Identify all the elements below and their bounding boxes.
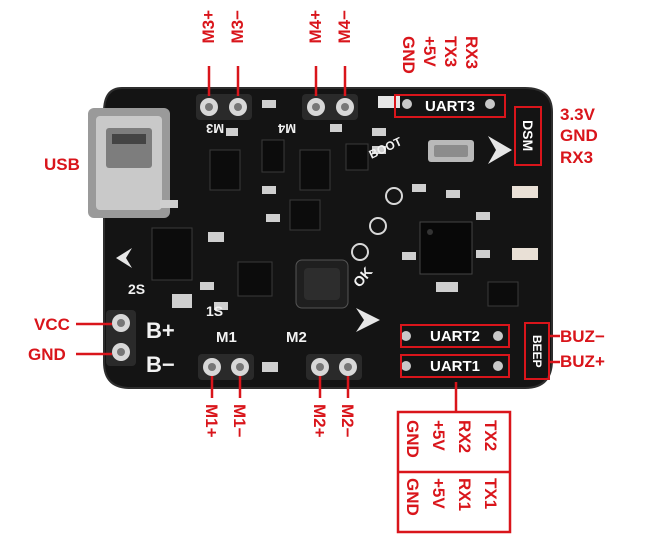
- label-vcc: VCC: [34, 315, 70, 334]
- dsm-box: DSM: [514, 106, 542, 166]
- silk-m4: M4: [278, 121, 297, 136]
- silk-1s: 1S: [206, 303, 224, 319]
- label-usb: USB: [44, 155, 80, 174]
- uart1-pin-tx1: TX1: [481, 478, 500, 510]
- silk-b-minus: B−: [146, 352, 175, 377]
- uart2-box: UART2: [400, 324, 510, 348]
- uart3-pin-tx3: TX3: [441, 36, 460, 68]
- label-buz-minus: BUZ−: [560, 327, 605, 346]
- label-m2-minus: M2−: [338, 404, 357, 438]
- uart2-pin-5v: +5V: [429, 420, 448, 451]
- uart1-pin-labels: GND +5V RX1 TX1: [403, 478, 500, 516]
- label-rx3: RX3: [560, 148, 594, 167]
- uart3-pin-gnd: GND: [399, 36, 418, 74]
- uart2-pin-rx2: RX2: [455, 420, 474, 454]
- silk-m3: M3: [206, 121, 225, 136]
- uart1-pin-rx1: RX1: [455, 478, 474, 512]
- label-m3-minus: M3−: [228, 10, 247, 44]
- label-m2-plus: M2+: [310, 404, 329, 438]
- uart3-pin-labels: GND +5V TX3 RX3: [399, 36, 481, 74]
- uart1-pin-5v: +5V: [429, 478, 448, 509]
- label-m1-minus: M1−: [230, 404, 249, 438]
- label-3v3: 3.3V: [560, 105, 595, 124]
- silk-m1: M1: [216, 329, 237, 346]
- silk-b-plus: B+: [146, 318, 175, 343]
- uart2-pin-tx2: TX2: [481, 420, 500, 452]
- label-m3-plus: M3+: [199, 10, 218, 44]
- uart3-box: UART3: [394, 94, 506, 118]
- label-m1-plus: M1+: [202, 404, 221, 438]
- uart1-box: UART1: [400, 354, 510, 378]
- uart3-pin-5v: +5V: [420, 36, 439, 67]
- label-buz-plus: BUZ+: [560, 352, 605, 371]
- silk-m2: M2: [286, 329, 307, 346]
- silk-2s: 2S: [128, 281, 146, 297]
- label-m4-minus: M4−: [335, 10, 354, 44]
- label-gnd-left: GND: [28, 345, 66, 364]
- uart2-pin-labels: GND +5V RX2 TX2: [403, 420, 500, 458]
- label-m4-plus: M4+: [306, 10, 325, 44]
- uart3-pin-rx3: RX3: [462, 36, 481, 70]
- uart1-pin-gnd: GND: [403, 478, 422, 516]
- beep-box: BEEP: [524, 322, 550, 380]
- label-gnd-right: GND: [560, 126, 598, 145]
- uart2-pin-gnd: GND: [403, 420, 422, 458]
